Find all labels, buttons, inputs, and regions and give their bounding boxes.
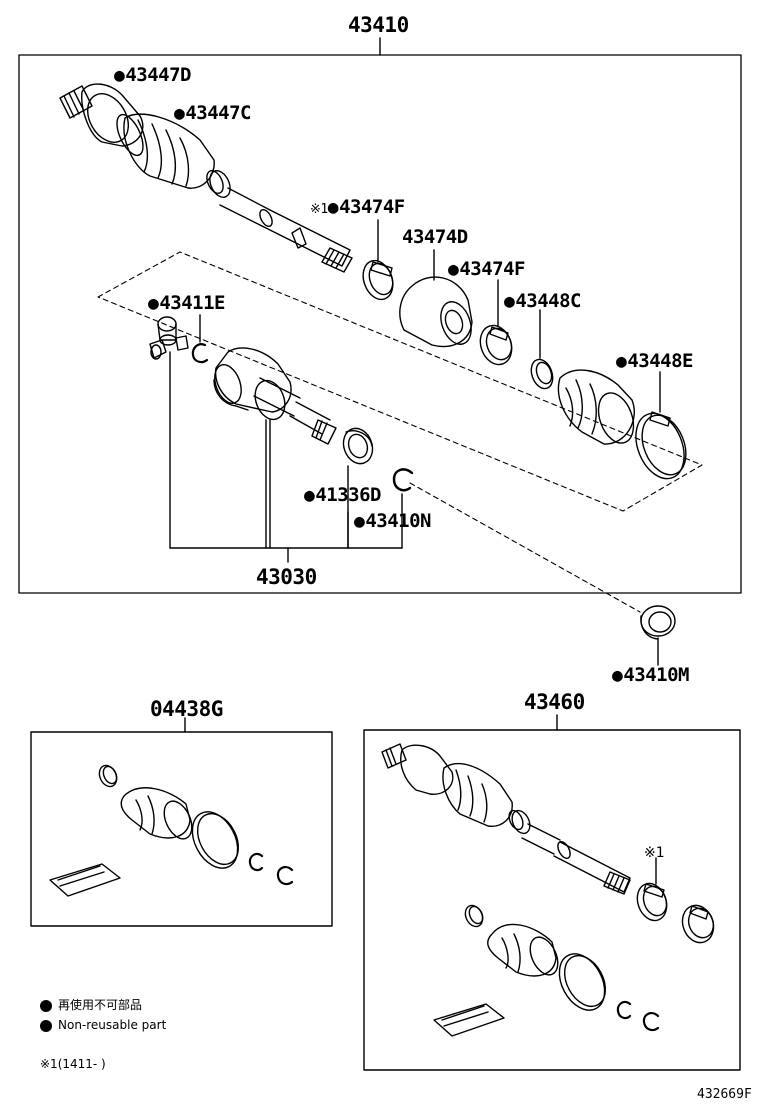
- leader-bearing: [409, 482, 641, 613]
- label-snap-ring: 43410N: [354, 510, 431, 533]
- damper-clamp-a: [362, 259, 394, 301]
- legend-en-text: Non-reusable part: [58, 1018, 167, 1032]
- shaft-assy-contents: [381, 743, 715, 1037]
- label-inboard-joint-assy: 43030: [256, 565, 317, 589]
- drive-shaft-upper: [59, 83, 353, 273]
- boot-kit-frame: [30, 731, 333, 927]
- legend-row-en: Non-reusable part: [40, 1018, 166, 1033]
- bearing: [640, 605, 676, 640]
- label-shaft-assy: 43460: [524, 690, 585, 714]
- figure-number: 432669F: [697, 1087, 752, 1102]
- part-number: 43411E: [159, 292, 225, 314]
- part-number: 43447C: [185, 102, 251, 124]
- part-number: 43447D: [125, 64, 191, 86]
- legend-dot-icon: [40, 999, 52, 1012]
- boot-kit-contents: [49, 764, 294, 897]
- part-number: 43474F: [459, 258, 525, 280]
- inboard-group-outline: [97, 251, 703, 512]
- dust-seal: [342, 427, 374, 465]
- label-tripod-joint: 43411E: [148, 292, 225, 315]
- part-number: 43448C: [515, 290, 581, 312]
- note-mark: ※1: [310, 202, 328, 217]
- part-number: 43410N: [365, 510, 431, 532]
- inner-boot: [557, 369, 635, 445]
- label-boot-kit: 04438G: [150, 697, 223, 721]
- part-number: 43410M: [623, 664, 689, 686]
- label-assembly-main: 43410: [348, 13, 409, 37]
- inner-boot-clamp-small: [530, 358, 554, 390]
- label-damper-clamp-b: 43474F: [448, 258, 525, 281]
- inboard-joint-housing: [213, 347, 337, 445]
- legend-jp-text: 再使用不可部品: [58, 998, 143, 1012]
- inner-boot-clamp-large: [635, 411, 687, 480]
- part-number: 41336D: [315, 484, 381, 506]
- label-kit-mark: ※1: [644, 845, 665, 861]
- part-number: 43474F: [328, 196, 405, 218]
- part-number: 43448E: [627, 350, 693, 372]
- label-damper: 43474D: [402, 226, 468, 248]
- label-outer-boot-clamp-small: 43447C: [174, 102, 251, 125]
- label-bearing: 43410M: [612, 664, 689, 687]
- legend-dot-icon: [40, 1019, 52, 1032]
- tripod-joint: [149, 316, 189, 360]
- label-dust-seal: 41336D: [304, 484, 381, 507]
- snap-ring: [392, 468, 414, 492]
- damper: [399, 276, 473, 348]
- shaft-assy-frame: [363, 729, 741, 1071]
- damper-clamp-b: [479, 324, 513, 366]
- label-damper-clamp-a: ※143474F: [310, 196, 405, 221]
- label-outer-boot-clamp-large: 43447D: [114, 64, 191, 87]
- label-inner-boot-clamp-small: 43448C: [504, 290, 581, 313]
- legend-note: ※1(1411- ): [40, 1057, 106, 1071]
- legend-row-jp: 再使用不可部品: [40, 998, 142, 1013]
- tripod-snap-ring: [191, 343, 209, 364]
- label-inner-boot-clamp-large: 43448E: [616, 350, 693, 373]
